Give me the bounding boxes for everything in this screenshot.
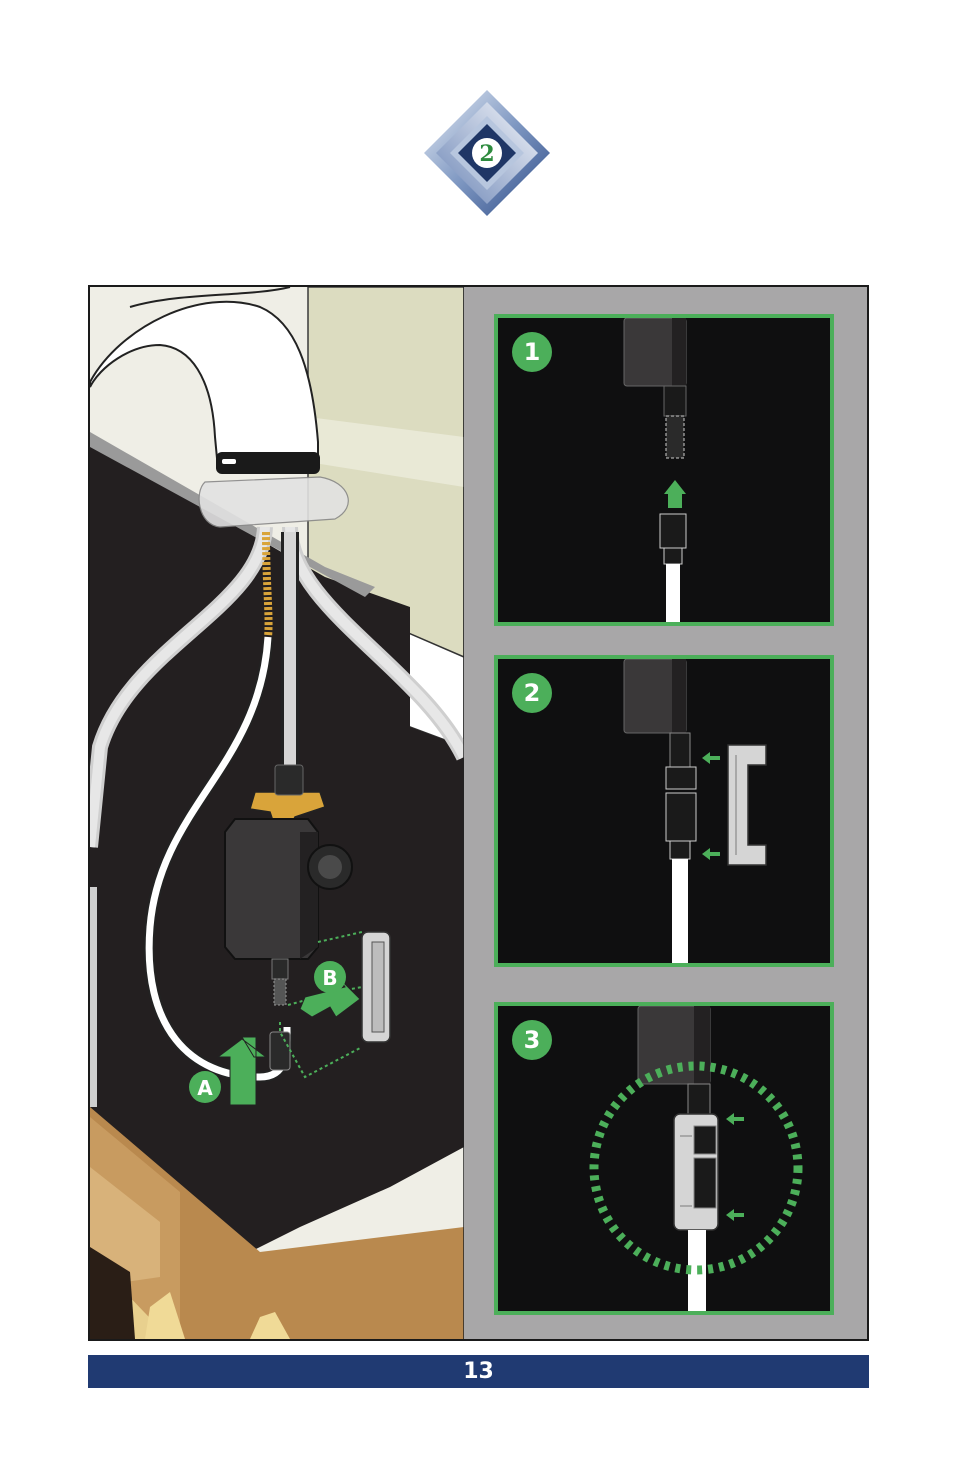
step-panel-1: 1 [494,314,834,626]
label-a: A [197,1076,213,1100]
step-number-1: 1 [512,332,552,372]
label-b: B [322,966,337,990]
step-panel-3: 3 [494,1002,834,1315]
step-number-3: 3 [512,1020,552,1060]
step-number-2: 2 [512,673,552,713]
step-diamond-icon: 2 [424,90,550,216]
page-number: 13 [88,1355,869,1388]
page-footer-bar: 13 [88,1355,869,1388]
step-badge-number: 2 [479,141,494,167]
step-badge: 2 [424,90,550,216]
step-panel-2: 2 [494,655,834,967]
faucet-installation-scene: A B [90,287,464,1339]
installation-figure: A B 1 [88,285,869,1341]
